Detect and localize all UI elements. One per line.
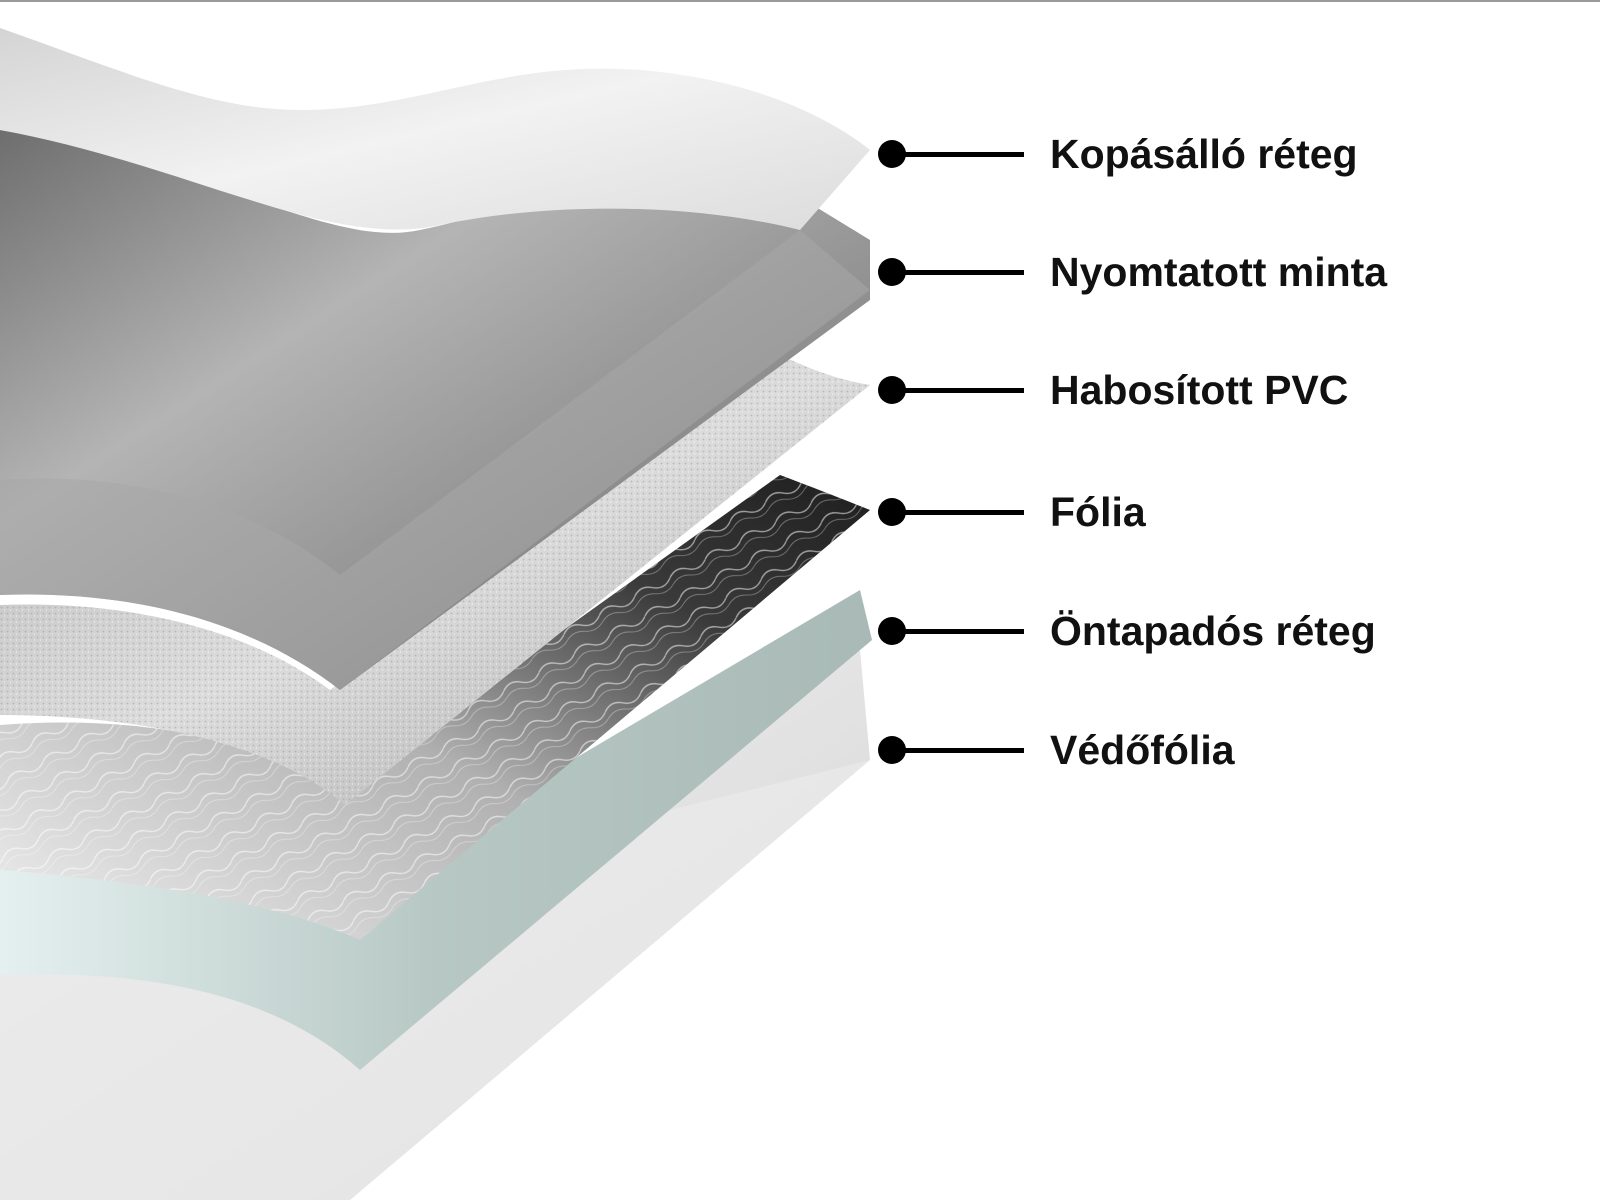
callout-label: Habosított PVC: [1050, 367, 1349, 413]
layer-wear-shape: [0, 28, 870, 230]
callout-line: [892, 748, 1024, 753]
callout-line: [892, 152, 1024, 157]
layer-foam-texture: [0, 350, 870, 805]
callout-label: Öntapadós réteg: [1050, 608, 1376, 654]
top-border: [0, 0, 1600, 2]
callout-line: [892, 388, 1024, 393]
callout-label: Nyomtatott minta: [1050, 249, 1388, 295]
callout-print: Nyomtatott minta: [878, 249, 1578, 295]
layer-adhesive-shape: [0, 590, 872, 1070]
callout-foil: Fólia: [878, 489, 1578, 535]
layer-foil-texture: [0, 475, 870, 940]
callout-label: Fólia: [1050, 489, 1146, 535]
callout-line: [892, 270, 1024, 275]
callout-adhesive: Öntapadós réteg: [878, 608, 1578, 654]
callout-protective: Védőfólia: [878, 727, 1578, 773]
callout-label: Védőfólia: [1050, 727, 1235, 773]
callout-line: [892, 510, 1024, 515]
callout-line: [892, 629, 1024, 634]
callout-wear: Kopásálló réteg: [878, 131, 1578, 177]
callout-label: Kopásálló réteg: [1050, 131, 1358, 177]
callout-foam: Habosított PVC: [878, 367, 1578, 413]
layer-print-sheen: [0, 230, 870, 690]
